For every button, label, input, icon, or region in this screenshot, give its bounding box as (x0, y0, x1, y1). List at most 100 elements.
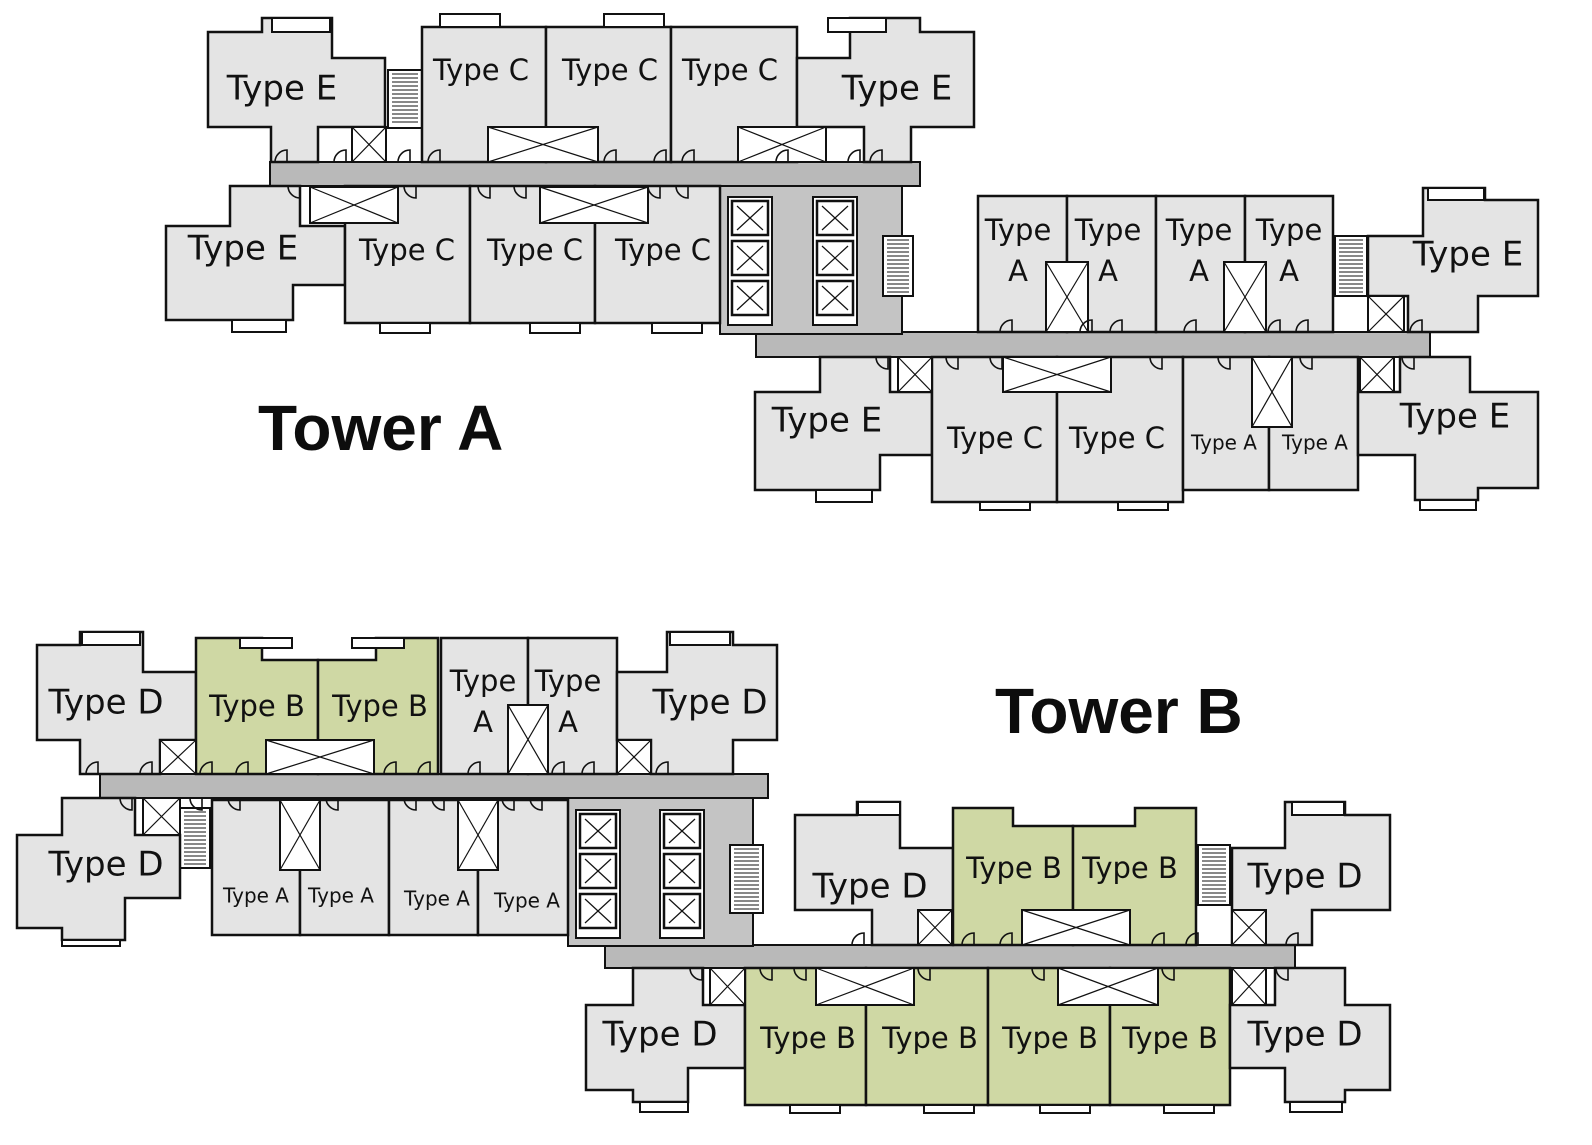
unit-label-a9: Type C (614, 233, 711, 267)
door-swing (945, 356, 959, 370)
door-swing (999, 319, 1013, 333)
tower-a-corridor-lower (755, 331, 1431, 358)
void-cross (709, 967, 746, 1006)
balcony (789, 1104, 841, 1114)
void-cross (142, 797, 181, 836)
balcony (669, 631, 731, 646)
balcony (815, 489, 873, 503)
door-swing (775, 149, 789, 163)
door-swing (917, 967, 931, 981)
unit-label-a1: Type E (226, 69, 337, 109)
balcony (231, 319, 287, 333)
unit-label-line: A (1189, 254, 1209, 288)
void (309, 186, 399, 224)
door-swing (427, 149, 441, 163)
lift-cross (736, 285, 764, 311)
void (1002, 356, 1112, 393)
void (917, 909, 953, 946)
unit-b21 (1228, 966, 1392, 1104)
unit-a15 (753, 355, 934, 492)
void-cross (279, 799, 321, 871)
unit-label-b3: Type B (331, 689, 428, 723)
balcony (61, 939, 121, 947)
unit-label-b20: Type B (1121, 1021, 1218, 1055)
unit-a20 (1356, 355, 1540, 502)
void-cross (897, 356, 933, 393)
door-swing (759, 967, 773, 981)
void-cross (1045, 261, 1089, 333)
unit-label-b21: Type D (1246, 1015, 1362, 1055)
void-cross (616, 739, 652, 775)
unit-label-line: Type (984, 213, 1052, 247)
unit-label-a16: Type C (946, 421, 1043, 455)
door-swing (1161, 967, 1175, 981)
unit-label-a4: Type C (681, 53, 778, 87)
void-cross (1367, 295, 1405, 333)
balcony (603, 13, 665, 28)
void (1231, 909, 1267, 946)
unit-b11 (476, 798, 570, 937)
lift-cross (821, 205, 849, 231)
door-swing (647, 185, 661, 199)
tower-b-corridor-lower (604, 944, 1296, 969)
tower-b-stair-far-east (1197, 844, 1231, 906)
door-swing (1285, 932, 1299, 946)
void (159, 739, 197, 775)
door-swing (847, 149, 861, 163)
void-cross (507, 704, 549, 775)
lift-cross (821, 285, 849, 311)
lift-cross (668, 898, 696, 924)
void (1045, 261, 1089, 333)
void-cross (917, 909, 953, 946)
unit-label-b13: Type B (965, 851, 1062, 885)
lift-cross (584, 898, 612, 924)
light-wells (61, 13, 1485, 1114)
unit-label-line: A (473, 705, 493, 739)
door-swing (989, 356, 1003, 370)
stair-well (729, 844, 764, 914)
lift-cross (736, 205, 764, 231)
void (1251, 356, 1293, 428)
unit-label-b9: Type A (307, 884, 374, 908)
void (1057, 967, 1159, 1006)
door-swing (333, 149, 347, 163)
door-swing (513, 185, 527, 199)
void-cross (1057, 967, 1159, 1006)
door-swing (653, 149, 667, 163)
door-swing (689, 967, 703, 981)
unit-label-a7: Type C (358, 233, 455, 267)
unit-label-a8: Type C (486, 233, 583, 267)
balcony (439, 13, 501, 28)
door-swing (85, 761, 99, 775)
balcony (1117, 501, 1169, 511)
door-swing (397, 149, 411, 163)
void (487, 126, 599, 163)
void (1021, 909, 1131, 946)
balcony (81, 631, 141, 646)
void (351, 126, 387, 163)
tower-labels: Tower A Tower B (258, 392, 1243, 747)
balcony (1291, 801, 1345, 816)
lift-cross (736, 245, 764, 271)
door-swing (431, 797, 445, 811)
void-cross (539, 186, 649, 224)
door-swing (1149, 356, 1163, 370)
door-swing (199, 761, 213, 775)
unit-label-b16: Type D (601, 1015, 717, 1055)
void (897, 356, 933, 393)
void-cross (309, 186, 399, 224)
tower-b-stair-east (729, 844, 764, 914)
unit-label-b8: Type A (222, 884, 289, 908)
balcony (1039, 1104, 1091, 1114)
lift-cross (821, 245, 849, 271)
lift-cross (668, 818, 696, 844)
tower-a-stair-far-east (1334, 235, 1368, 297)
door-swing (274, 149, 288, 163)
unit-label-b2: Type B (208, 689, 305, 723)
tower-a-corridor-upper (269, 161, 921, 187)
balcony (651, 322, 703, 334)
unit-label-line: A (1008, 254, 1028, 288)
